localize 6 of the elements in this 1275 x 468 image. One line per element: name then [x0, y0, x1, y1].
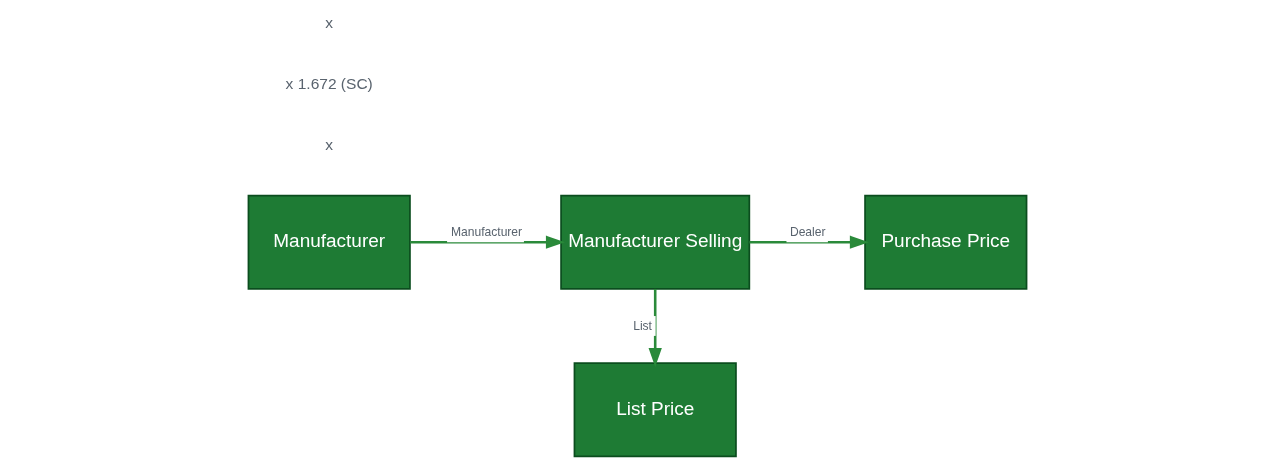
- label: x: [325, 136, 334, 154]
- edge-label: List: [633, 318, 652, 333]
- label: x: [325, 13, 334, 31]
- edge-label: Manufacturer: [450, 224, 523, 239]
- label: x 1.672 (SC): [285, 74, 373, 92]
- edge-label: Dealer: [789, 224, 826, 239]
